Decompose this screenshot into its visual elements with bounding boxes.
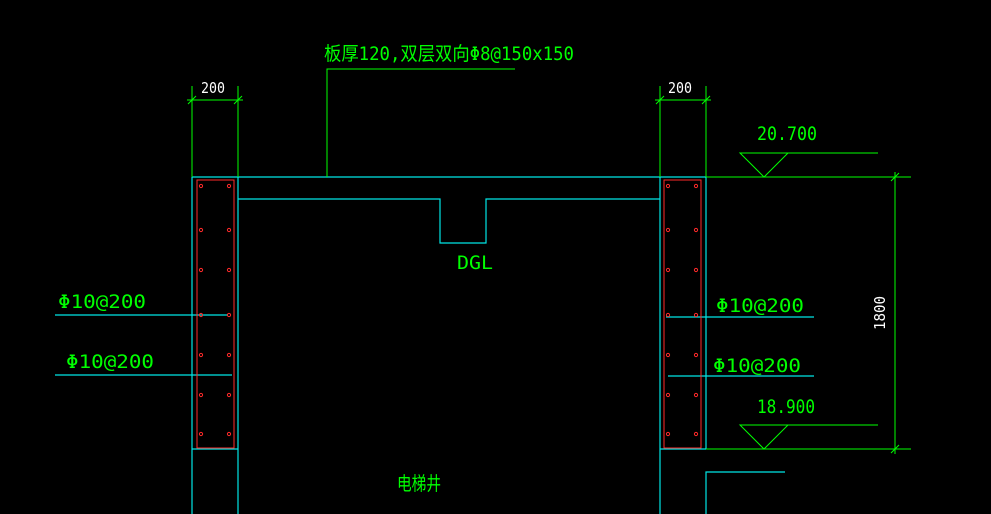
dim-left-wall-width: 200 [201, 79, 225, 97]
rebar-dot [198, 183, 204, 189]
left-wall-rebar-cage [196, 179, 235, 449]
slab-note-leader [326, 68, 515, 177]
elevator-shaft-label: 电梯井 [397, 473, 441, 495]
rebar-dot [665, 352, 671, 358]
rebar-dot [693, 183, 699, 189]
rebar-dot [226, 183, 232, 189]
rebar-dot [693, 392, 699, 398]
dim-vertical-tick-bottom [890, 444, 900, 454]
rebar-dot [226, 431, 232, 437]
dim-left-tick-b [233, 95, 243, 105]
rebar-dot [665, 312, 671, 318]
dimension-texts: 200 200 1800 [201, 79, 889, 330]
elev-bottom-triangle [738, 424, 790, 450]
dim-left-tick-a [187, 95, 197, 105]
rebar-label-right-upper: Φ10@200 [716, 295, 804, 317]
rebar-dot [226, 312, 232, 318]
rebar-dot [693, 267, 699, 273]
elevation-top-label: 20.700 [757, 123, 817, 145]
dim-right-wall-width: 200 [668, 79, 692, 97]
slab-bottom-with-beam [238, 198, 660, 244]
rebar-dot [226, 352, 232, 358]
rebar-dot [198, 267, 204, 273]
rebar-dot [198, 392, 204, 398]
elevation-bottom-label: 18.900 [757, 396, 815, 418]
dimension-lines [187, 68, 911, 454]
rebar-dot [665, 183, 671, 189]
dim-vertical-tick-top [890, 172, 900, 182]
wall-rebar-cages [196, 179, 702, 449]
lower-floor-slab [705, 471, 785, 514]
structure-lines [55, 176, 814, 514]
rebar-label-left-upper: Φ10@200 [58, 291, 146, 313]
rebar-dot [226, 392, 232, 398]
rebar-dot [198, 227, 204, 233]
rebar-dot [665, 267, 671, 273]
elev-top-triangle [738, 152, 790, 178]
rebar-dot [665, 392, 671, 398]
slab-note-text: 板厚120,双层双向Φ8@150x150 [324, 43, 574, 65]
rebar-dot [693, 227, 699, 233]
rebar-dot [226, 227, 232, 233]
rebar-dot [693, 431, 699, 437]
dim-right-tick-b [701, 95, 711, 105]
rebar-dot [665, 227, 671, 233]
rebar-dot [198, 312, 204, 318]
annotation-texts: 板厚120,双层双向Φ8@150x150 DGL 电梯井 Φ10@200 Φ10… [58, 43, 817, 495]
rebar-dot [198, 431, 204, 437]
dim-right-tick-a [655, 95, 665, 105]
dim-vertical-height: 1800 [871, 296, 889, 330]
rebar-dot [665, 431, 671, 437]
right-wall-rebar-cage [663, 179, 702, 449]
rebar-dot [198, 352, 204, 358]
rebar-label-left-lower: Φ10@200 [66, 351, 154, 373]
rebar-dot [226, 267, 232, 273]
rebar-dot [693, 312, 699, 318]
rebar-label-right-lower: Φ10@200 [713, 355, 801, 377]
rebar-dots [198, 183, 699, 437]
beam-label: DGL [457, 252, 493, 274]
rebar-dot [693, 352, 699, 358]
